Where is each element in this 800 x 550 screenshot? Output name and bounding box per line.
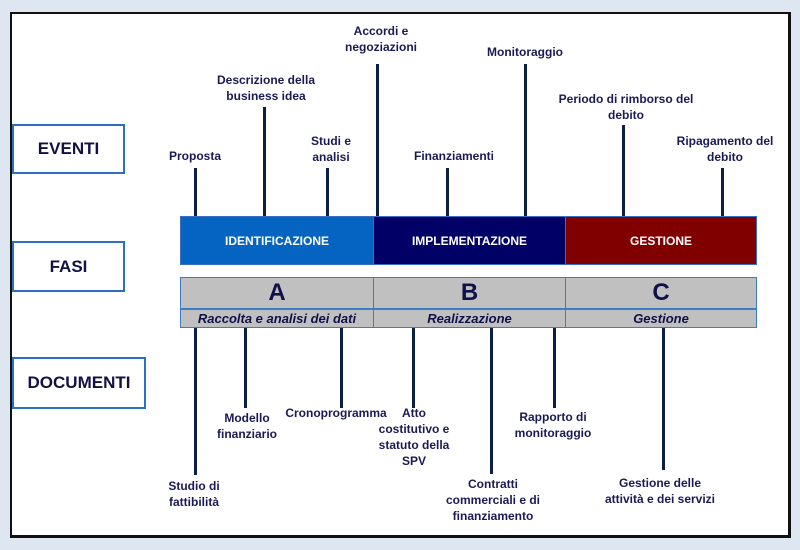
event-label-line: Finanziamenti [413, 149, 495, 163]
document-connector-line [412, 328, 415, 408]
document-label-line: finanziario [216, 427, 278, 441]
document-connector-line [194, 328, 197, 475]
document-label-line: Atto [402, 406, 426, 420]
document-label-line: SPV [401, 454, 426, 468]
document-label-line: Rapporto di [519, 410, 587, 424]
event-label-line: Proposta [168, 149, 222, 163]
row-label-eventi: EVENTI [12, 124, 125, 174]
event-connector-line [326, 168, 329, 216]
event-label: Periodo di rimborso del debito [559, 91, 694, 123]
phase-subtitle-c: Gestione [565, 309, 757, 328]
event-label-line: analisi [312, 150, 350, 164]
event-label: Proposta [169, 148, 221, 164]
document-label-line: Modello [224, 411, 270, 425]
row-label-documenti-text: DOCUMENTI [27, 373, 131, 392]
phase-gestione: GESTIONE [565, 216, 757, 265]
event-label: Studi e analisi [311, 133, 351, 165]
event-label: Accordi e negoziazioni [345, 23, 417, 55]
event-label-line: Accordi e [353, 24, 409, 38]
event-label: Monitoraggio [487, 44, 563, 60]
phase-label: IDENTIFICAZIONE [225, 233, 329, 248]
document-label-line: Gestione delle [618, 476, 702, 490]
diagram-frame [10, 12, 791, 538]
document-label-line: Cronoprogramma [285, 406, 387, 420]
document-label-line: finanziamento [452, 509, 534, 523]
document-label: Contratti commerciali e di finanziamento [446, 476, 540, 524]
event-label-line: debito [707, 150, 743, 164]
event-connector-line [721, 168, 724, 216]
document-connector-line [490, 328, 493, 474]
event-label: Descrizione della business idea [217, 72, 315, 104]
row-label-eventi-text: EVENTI [37, 139, 100, 158]
phase-label: GESTIONE [629, 233, 692, 248]
phase-identificazione: IDENTIFICAZIONE [180, 216, 374, 265]
document-label-line: attività e dei servizi [604, 492, 716, 506]
document-connector-line [553, 328, 556, 408]
document-connector-line [340, 328, 343, 408]
document-label-line: fattibilità [168, 495, 219, 509]
event-label-line: debito [608, 108, 644, 122]
document-label-line: costitutivo e [378, 422, 450, 436]
phase-letter: A [268, 279, 286, 306]
phase-letter-a: A [180, 277, 374, 309]
event-connector-line [376, 64, 379, 216]
event-connector-line [446, 168, 449, 216]
phase-subtitle-a: Raccolta e analisi dei dati [180, 309, 374, 328]
event-label-line: Periodo di rimborso del [558, 92, 694, 106]
document-label: Studio di fattibilità [168, 478, 219, 510]
phase-subtitle: Gestione [633, 311, 689, 326]
document-label: Rapporto di monitoraggio [515, 409, 592, 441]
document-connector-line [662, 328, 665, 470]
event-label-line: negoziazioni [345, 40, 417, 54]
event-label: Ripagamento del debito [677, 133, 774, 165]
row-label-fasi: FASI [12, 241, 125, 292]
row-label-documenti: DOCUMENTI [12, 357, 146, 409]
phase-subtitle: Raccolta e analisi dei dati [197, 311, 357, 326]
event-label-line: Studi e [310, 134, 352, 148]
event-connector-line [524, 64, 527, 216]
document-label: Cronoprogramma [285, 405, 386, 421]
phase-implementazione: IMPLEMENTAZIONE [373, 216, 566, 265]
event-label-line: Descrizione della [216, 73, 316, 87]
phase-letter-c: C [565, 277, 757, 309]
document-label-line: statuto della [378, 438, 450, 452]
event-connector-line [194, 168, 197, 216]
document-label-line: monitoraggio [514, 426, 592, 440]
phase-letter-b: B [373, 277, 566, 309]
phase-subtitle-b: Realizzazione [373, 309, 566, 328]
event-connector-line [263, 107, 266, 216]
phase-letter: B [460, 279, 479, 306]
document-connector-line [244, 328, 247, 408]
event-label-line: Monitoraggio [487, 45, 563, 59]
phase-letter: C [652, 279, 670, 306]
document-label-line: Studio di [168, 479, 220, 493]
phase-subtitle: Realizzazione [427, 311, 512, 326]
document-label-line: Contratti [467, 477, 518, 491]
phase-label: IMPLEMENTAZIONE [411, 233, 528, 248]
event-connector-line [622, 125, 625, 216]
event-label: Finanziamenti [414, 148, 494, 164]
event-label-line: business idea [226, 89, 306, 103]
document-label: Modello finanziario [217, 410, 277, 442]
document-label: Gestione delle attività e dei servizi [605, 475, 715, 507]
document-label-line: commerciali e di [445, 493, 541, 507]
event-label-line: Ripagamento del [676, 134, 774, 148]
row-label-fasi-text: FASI [49, 256, 88, 276]
